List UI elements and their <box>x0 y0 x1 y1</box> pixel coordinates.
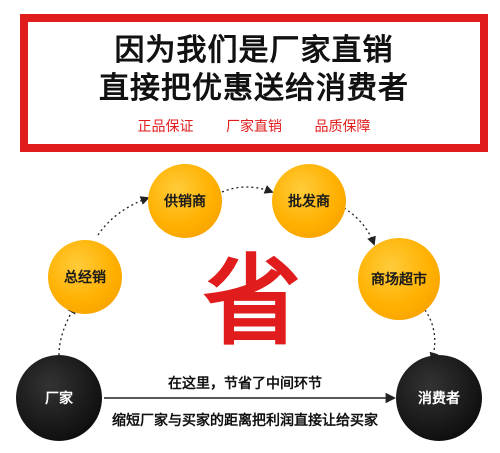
arrow-agent-to-supplier <box>97 196 150 236</box>
arrow-mall-to-consumer <box>424 309 439 362</box>
tag-authentic: 正品保证 <box>137 119 194 135</box>
tag-quality: 品质保障 <box>314 119 371 135</box>
node-wholesaler-label: 批发商 <box>288 194 330 210</box>
node-wholesaler: 批发商 <box>272 164 346 238</box>
node-general-agent-label: 总经销 <box>64 270 106 286</box>
guarantee-tags: 正品保证 厂家直销 品质保障 <box>28 116 480 136</box>
node-factory-label: 厂家 <box>45 391 73 407</box>
node-supplier-label: 供销商 <box>164 194 206 210</box>
node-general-agent: 总经销 <box>48 240 122 314</box>
node-factory: 厂家 <box>16 355 102 441</box>
node-mall: 商场超市 <box>358 238 440 320</box>
headline-banner: 因为我们是厂家直销 直接把优惠送给消费者 正品保证 厂家直销 品质保障 <box>20 14 488 152</box>
note-line-2: 缩短厂家与买家的距离把利润直接让给买家 <box>112 413 378 429</box>
arrow-supplier-to-wholesaler <box>221 185 274 194</box>
headline-line-2: 直接把优惠送给消费者 <box>99 71 409 106</box>
node-consumer: 消费者 <box>396 355 482 441</box>
node-consumer-label: 消费者 <box>418 391 460 407</box>
arrow-wholesaler-to-mall <box>343 207 376 246</box>
headline-line-1: 因为我们是厂家直销 <box>114 33 394 68</box>
node-supplier: 供销商 <box>148 164 222 238</box>
note-line-1: 在这里，节省了中间环节 <box>168 376 322 392</box>
save-character: 省 <box>202 245 301 359</box>
node-mall-label: 商场超市 <box>371 272 427 288</box>
tag-direct-sale: 厂家直销 <box>226 119 282 135</box>
